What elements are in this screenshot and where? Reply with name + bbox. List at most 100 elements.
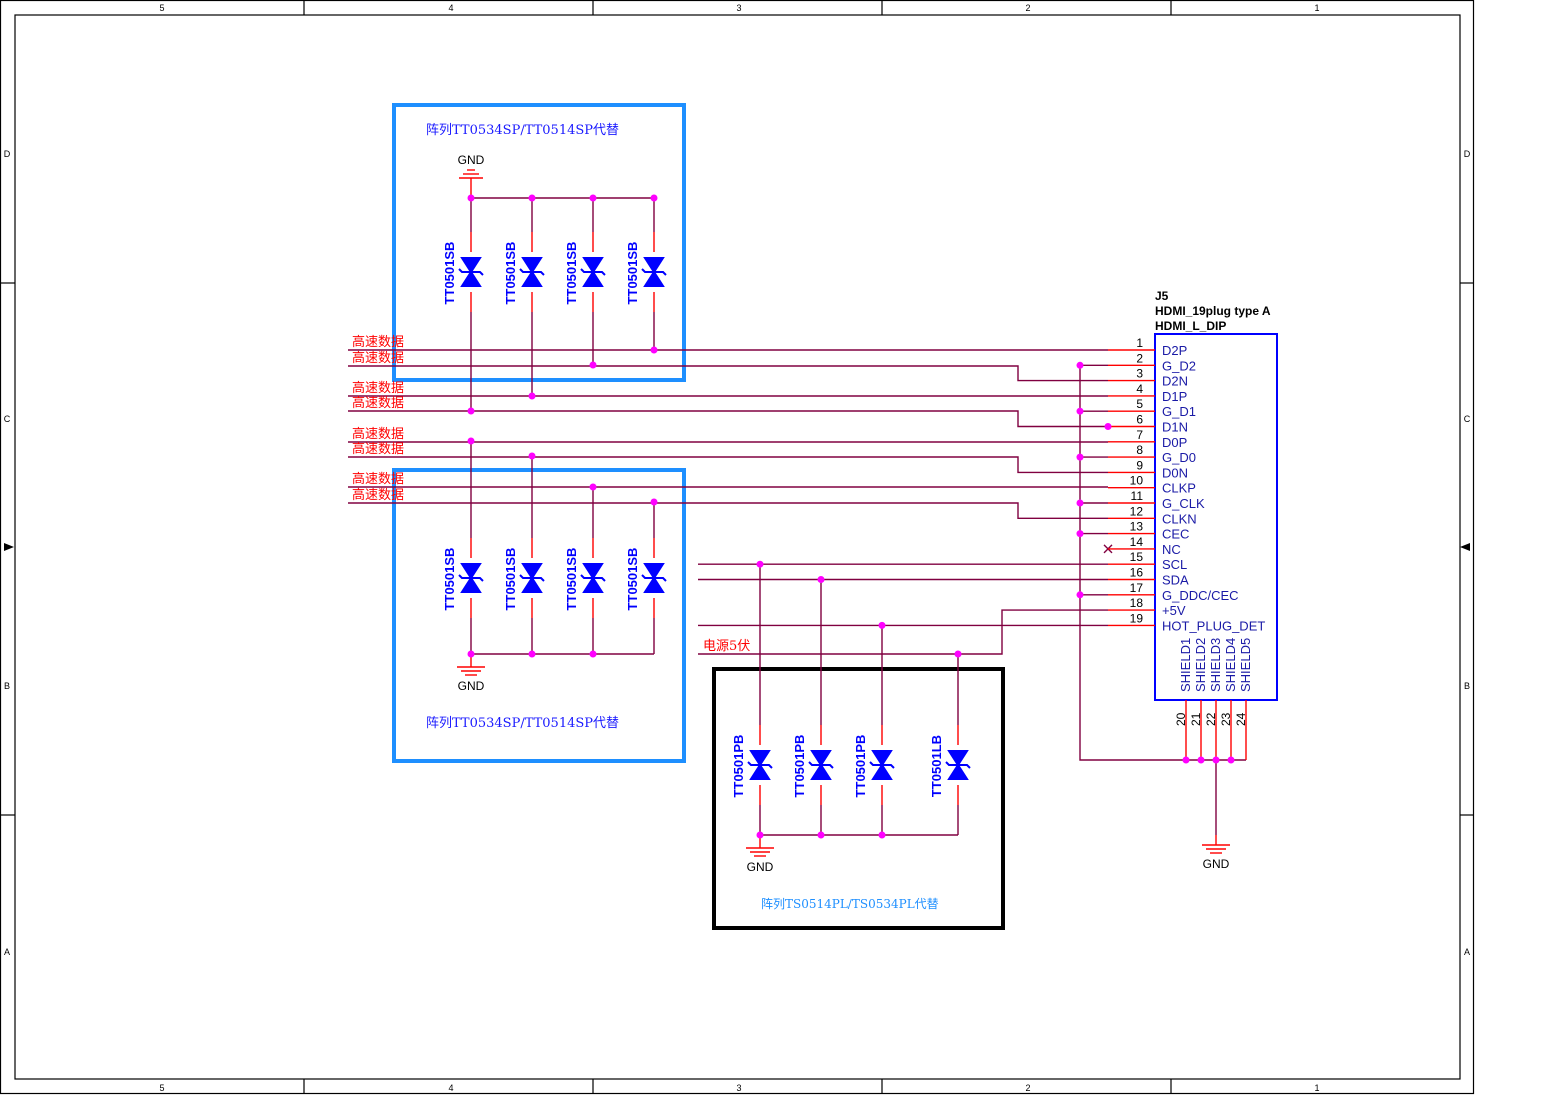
diode-part-label: TT0501SB (625, 242, 640, 305)
connector-pin-number: 10 (1130, 474, 1144, 488)
junction-dot (589, 361, 597, 369)
connector-pin-name: NC (1162, 542, 1181, 557)
diode-triangle (460, 257, 482, 274)
diode-part-label: TT0501SB (564, 242, 579, 305)
connector-pin-name: CEC (1162, 527, 1189, 542)
diodes-layer: GND TT0501SB TT0501SB TT0501SB TT0501SB TT050… (442, 153, 1230, 874)
connector-pin-number: 5 (1136, 397, 1143, 411)
diode-triangle (460, 576, 482, 593)
junction-dot (528, 650, 536, 658)
tvs-diode-middle: TT0501SB (625, 538, 667, 618)
frame-column-label: 4 (448, 1083, 453, 1093)
connector-pin-name: SDA (1162, 573, 1189, 588)
diode-part-label: TT0501SB (442, 242, 457, 305)
connector-pin-number: 2 (1136, 351, 1143, 365)
diode-bar (580, 268, 606, 276)
box-caption-middle: 阵列TT0534SP/TT0514SP代替 (426, 716, 619, 731)
diode-triangle (521, 270, 543, 287)
connector-pin-number: 14 (1130, 535, 1144, 549)
signal-wire (348, 456, 1108, 474)
frame-column-label: 5 (159, 3, 164, 13)
connector-shield-number: 22 (1204, 712, 1218, 726)
frame-row-label: A (4, 947, 10, 957)
frame-column-label: 4 (448, 3, 453, 13)
signal-wire (348, 365, 1108, 382)
diode-bar (519, 268, 545, 276)
diode-bar (641, 268, 667, 276)
connector-pin-number: 12 (1130, 504, 1144, 518)
connector-pin-number: 17 (1130, 581, 1144, 595)
connector-pin-number: 7 (1136, 428, 1143, 442)
connector-pin-name: D1N (1162, 420, 1188, 435)
net-label-high-speed: 高速数据 (352, 380, 404, 396)
connector-pin-name: SCL (1162, 557, 1187, 572)
diode-triangle (871, 750, 893, 767)
diode-part-label: TT0501SB (625, 548, 640, 611)
connector-pin-number: 15 (1130, 550, 1144, 564)
connector-pin-number: 9 (1136, 458, 1143, 472)
diode-triangle (460, 563, 482, 580)
junction-dot (650, 498, 658, 506)
diode-triangle (582, 563, 604, 580)
junction-dot (817, 576, 825, 583)
frame-row-label: B (4, 681, 10, 691)
diode-part-label: TT0501SB (564, 548, 579, 611)
connector-pin-name: D0N (1162, 465, 1188, 480)
gnd-symbol-top: GND (458, 153, 485, 188)
wires-layer (348, 188, 1246, 836)
diode-bar (458, 574, 484, 582)
diode-triangle (947, 763, 969, 780)
diode-triangle (582, 576, 604, 593)
diode-part-label: TT0501LB (929, 735, 944, 797)
power-wire (698, 609, 1108, 655)
frame-row-label: B (1464, 681, 1470, 691)
connector-pin-number: 19 (1130, 611, 1144, 625)
connector-pin-number: 13 (1130, 520, 1144, 534)
connector-pin-number: 1 (1136, 336, 1143, 350)
diode-triangle (749, 750, 771, 767)
junction-dot (1227, 756, 1235, 764)
junction-dot (1104, 423, 1112, 430)
net-label-high-speed: 高速数据 (352, 441, 404, 457)
junction-dot (878, 831, 886, 839)
junction-dot (1212, 756, 1220, 764)
connector-shield-name: SHIELD3 (1208, 638, 1223, 692)
connector-pin-number: 11 (1131, 489, 1144, 503)
gnd-symbol-bottom: GND (746, 838, 774, 874)
diode-part-label: TT0501SB (442, 548, 457, 611)
connector-pin-number: 3 (1136, 367, 1143, 381)
gnd-label: GND (1203, 857, 1230, 871)
connector-shield-number: 20 (1174, 712, 1188, 726)
diode-bar (808, 761, 834, 769)
junction-dot (528, 392, 536, 400)
connector-shield-name: SHIELD2 (1193, 638, 1208, 692)
diode-part-label: TT0501SB (503, 548, 518, 611)
junction-dot (878, 621, 886, 629)
tvs-diode-bottom: TT0501PB (792, 725, 834, 805)
gnd-label: GND (458, 153, 485, 167)
connector-ref: J5 (1155, 289, 1169, 303)
connector-pin-number: 16 (1130, 566, 1144, 580)
junction-dot (756, 831, 764, 839)
connector-shield-name: SHIELD1 (1178, 638, 1193, 692)
connector-shield-number: 23 (1219, 712, 1233, 726)
junction-dot (467, 650, 475, 658)
gnd-label: GND (458, 679, 485, 693)
diode-triangle (810, 763, 832, 780)
junction-dot (467, 437, 475, 445)
frame-column-label: 2 (1025, 1083, 1030, 1093)
junction-dot (589, 194, 597, 202)
tvs-diode-top: TT0501SB (503, 232, 545, 312)
gnd-label: GND (747, 860, 774, 874)
tvs-diode-middle: TT0501SB (503, 538, 545, 618)
junction-dot (589, 650, 597, 658)
net-label-high-speed: 高速数据 (352, 350, 404, 366)
connector-pin-name: D2P (1162, 343, 1187, 358)
diode-triangle (643, 563, 665, 580)
diode-triangle (810, 750, 832, 767)
diode-triangle (947, 750, 969, 767)
diode-bar (641, 574, 667, 582)
connector-pin-name: D1P (1162, 389, 1187, 404)
junction-dot (1076, 361, 1084, 369)
